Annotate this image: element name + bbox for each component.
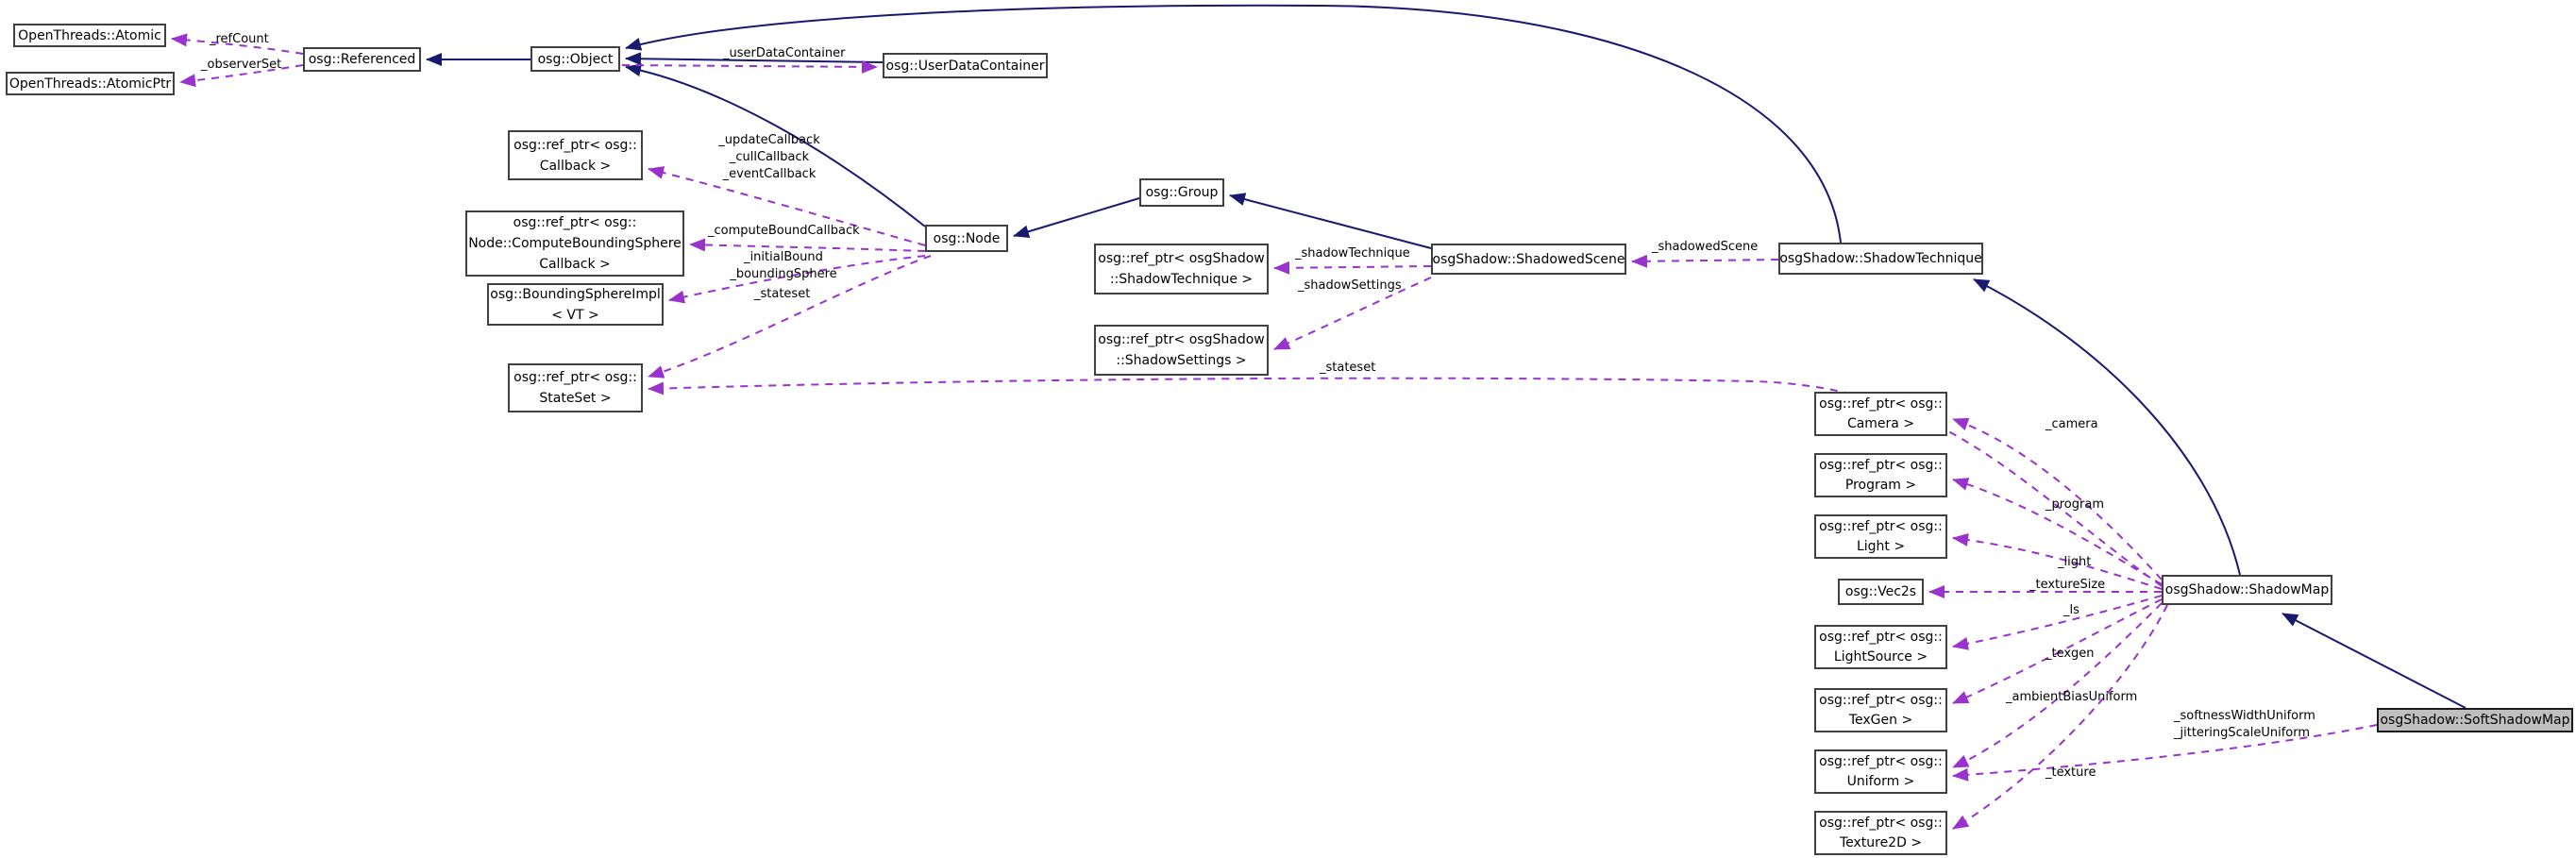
edge-label-program: _program [2046,497,2104,512]
node-refptr-camera[interactable]: osg::ref_ptr< osg:: Camera > [1814,392,1947,436]
edge-label-shadowsettings: _shadowSettings [1298,278,1402,293]
node-refptr-texgen[interactable]: osg::ref_ptr< osg:: TexGen > [1814,688,1947,732]
edge-usage-shadowtechnique-member [1273,261,1432,275]
edge-label-observerset: _observerSet [201,58,282,72]
node-refptr-stateset[interactable]: osg::ref_ptr< osg:: StateSet > [508,363,643,412]
node-refptr-computeboundingspherecallback[interactable]: osg::ref_ptr< osg:: Node::ComputeBoundin… [465,210,684,277]
edge-label-userdatacontainer: _userDataContainer [723,46,846,60]
edge-label-shadowtechnique: _shadowTechnique [1295,246,1410,261]
edge-usage-computeboundcallback [689,238,926,252]
edge-usage-texgen [1952,598,2163,704]
edge-label-node-callbacks: _updateCallback _cullCallback _eventCall… [718,133,820,181]
edge-inherit-node-object [625,63,926,227]
edge-label-softuniforms: _softnessWidthUniform _jitteringScaleUni… [2174,709,2315,740]
node-osg-vec2s[interactable]: osg::Vec2s [1838,579,1924,605]
node-boundingsphereimpl[interactable]: osg::BoundingSphereImpl < VT > [487,283,664,326]
edge-usage-shadowedscene-member [1631,254,1779,268]
edge-label-texgen: _texgen [2046,647,2095,661]
node-openthreads-atomicptr[interactable]: OpenThreads::AtomicPtr [6,72,175,95]
edge-usage-userdatacontainer [621,59,878,74]
edge-label-refcount: _refCount [210,32,269,46]
edge-inherit-group-node [1013,197,1140,239]
node-refptr-callback[interactable]: osg::ref_ptr< osg:: Callback > [508,130,643,180]
edge-usage-node-callbacks [648,166,926,246]
node-refptr-light[interactable]: osg::ref_ptr< osg:: Light > [1814,514,1947,559]
edge-inherit-shadowtechnique-object [625,4,1842,244]
node-refptr-texture2d[interactable]: osg::ref_ptr< osg:: Texture2D > [1814,811,1947,855]
edge-usage-ambientbias [1952,602,2163,768]
edge-label-texture: _texture [2046,765,2096,780]
edge-label-light: _light [2058,555,2092,569]
edge-usage-camera [1952,417,2163,580]
node-osgshadow-shadowmap[interactable]: osgShadow::ShadowMap [2162,575,2332,605]
edge-inherit-softshadowmap-shadowmap [2281,613,2467,709]
node-osgshadow-shadowedscene[interactable]: osgShadow::ShadowedScene [1431,244,1626,275]
node-osg-group[interactable]: osg::Group [1139,178,1224,207]
edge-label-node-stateset: _stateset [754,287,811,301]
node-osgshadow-softshadowmap[interactable]: osgShadow::SoftShadowMap [2377,708,2573,732]
edge-usage-observerset [179,64,304,88]
node-refptr-uniform[interactable]: osg::ref_ptr< osg:: Uniform > [1814,749,1947,794]
edge-label-shadowmap-stateset: _stateset [1320,361,1376,375]
edge-usage-shadowsettings-member [1273,277,1432,350]
edge-label-ambientbias: _ambientBiasUniform [2006,690,2138,704]
edge-inherit-shadowmap-shadowtechnique [1973,278,2241,576]
node-refptr-program[interactable]: osg::ref_ptr< osg:: Program > [1814,453,1947,497]
edge-label-texturesize: _textureSize [2029,578,2106,592]
node-osgshadow-shadowtechnique[interactable]: osgShadow::ShadowTechnique [1778,243,1983,275]
edge-label-ls: _ls [2063,603,2079,617]
node-refptr-shadowsettings[interactable]: osg::ref_ptr< osgShadow ::ShadowSettings… [1094,325,1269,376]
edge-label-camera: _camera [2046,417,2098,431]
edge-usage-program [1952,478,2163,585]
node-refptr-lightsource[interactable]: osg::ref_ptr< osg:: LightSource > [1814,625,1947,669]
node-osg-object[interactable]: osg::Object [530,46,620,72]
edge-inherit-userdatacontainer-object [625,52,884,66]
edge-usage-softuniforms [1952,724,2378,782]
edge-label-shadowedscene: _shadowedScene [1652,240,1759,254]
edge-usage-shadowmap-stateset [648,377,2163,587]
node-osg-userdatacontainer[interactable]: osg::UserDataContainer [883,53,1048,78]
node-osg-node[interactable]: osg::Node [925,225,1008,252]
edge-usage-ls [1952,595,2163,650]
edge-usage-refcount [171,33,304,55]
edge-inherit-shadowedscene-group [1229,193,1432,249]
edge-usage-texture [1952,604,2168,830]
node-openthreads-atomic[interactable]: OpenThreads::Atomic [13,24,166,47]
edge-usage-bounds [668,255,926,304]
edge-usage-light [1952,532,2163,590]
node-refptr-shadowtechnique[interactable]: osg::ref_ptr< osgShadow ::ShadowTechniqu… [1094,244,1269,294]
edge-label-computeboundcallback: _computeBoundCallback [708,224,860,238]
node-osg-referenced[interactable]: osg::Referenced [303,47,421,72]
edge-label-bounds: _initialBound _boundingSphere [730,250,837,281]
